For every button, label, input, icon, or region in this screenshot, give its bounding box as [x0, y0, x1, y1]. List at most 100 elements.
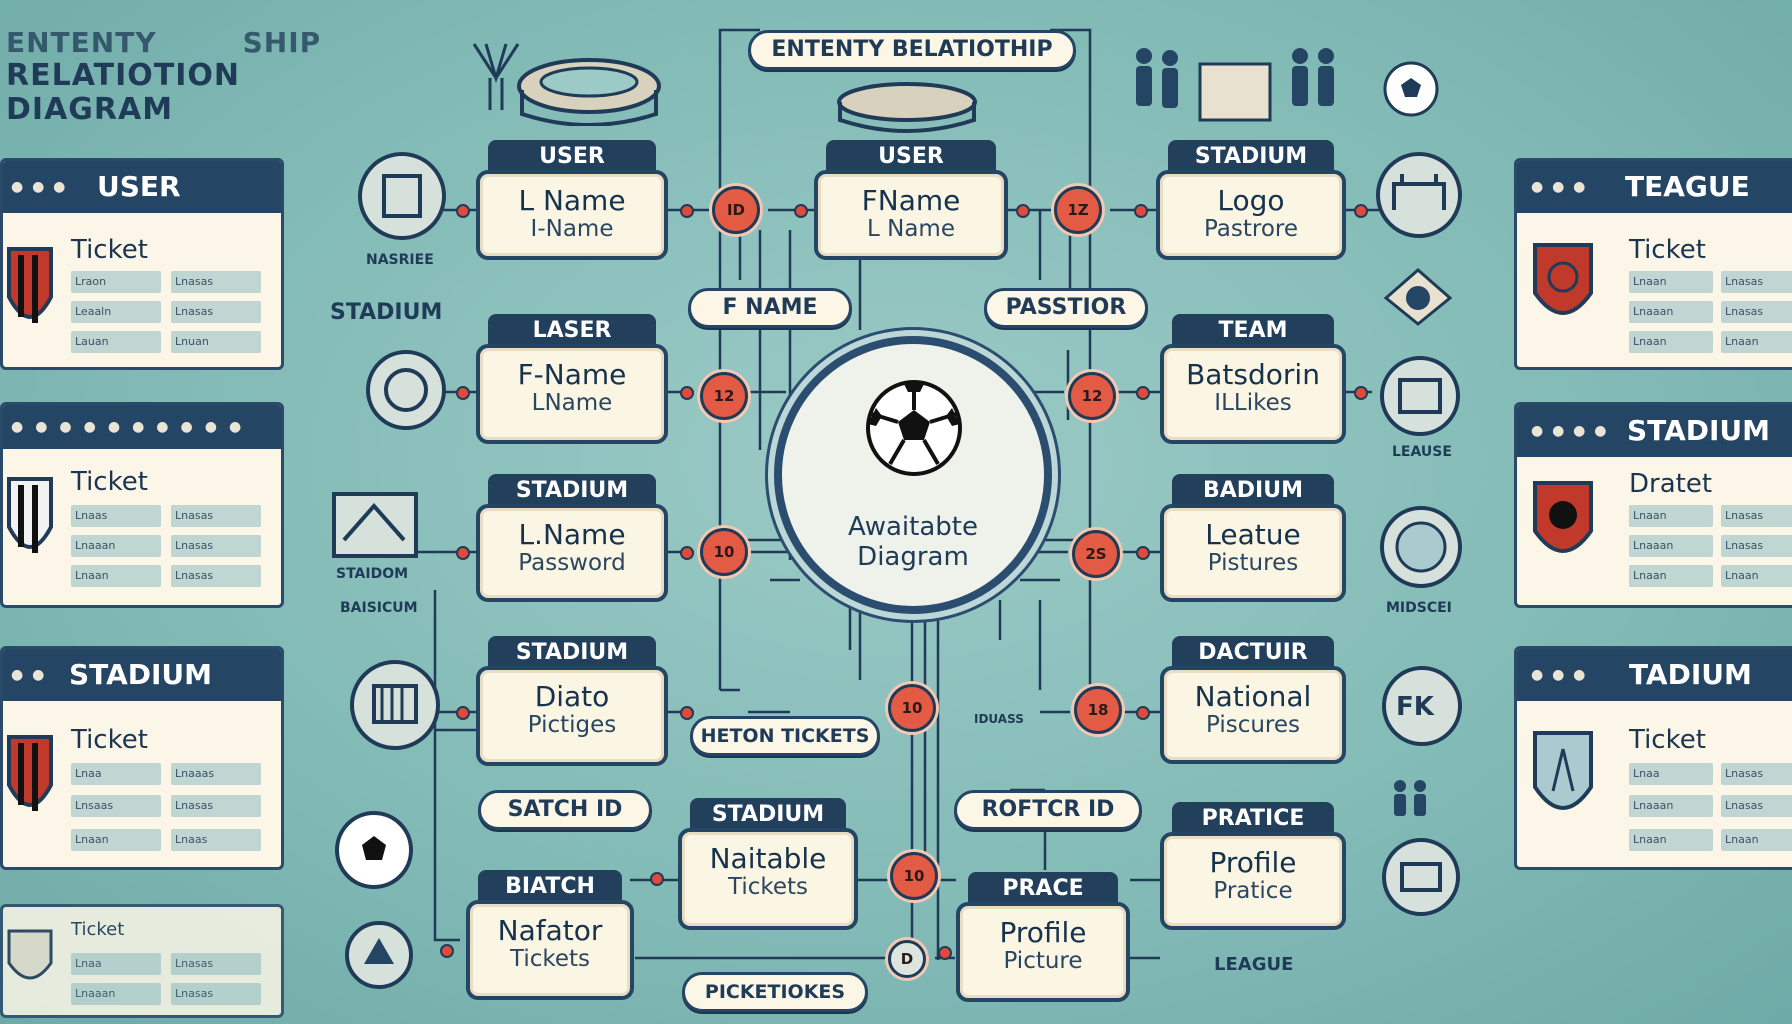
attribute-picketiokes: PICKETIOKES	[682, 972, 868, 1012]
entity-header: STADIUM	[488, 474, 656, 508]
club-badge-icon	[350, 660, 440, 750]
window-dots-icon: ● ● ● ●	[1531, 423, 1609, 439]
card-row: Lnaan	[71, 565, 161, 587]
relationship-node[interactable]: 12	[1068, 372, 1116, 420]
relationship-node[interactable]: 2S	[1072, 530, 1120, 578]
entity-field: Naitable	[709, 842, 827, 875]
connector-dot	[1134, 204, 1148, 218]
side-card-toolbar[interactable]: ●●●●●●●●●● Ticket Lnaas Lnasas Lnaaan Ln…	[0, 402, 284, 608]
card-row: Lnaan	[1721, 331, 1792, 353]
relationship-node[interactable]: 1Z	[1054, 186, 1102, 234]
connector-dot	[938, 946, 952, 960]
connector-dot	[680, 546, 694, 560]
connector-dot	[680, 204, 694, 218]
connector-dot	[1136, 386, 1150, 400]
entity-field: Pistures	[1207, 550, 1299, 576]
connector-dot	[456, 546, 470, 560]
card-label: Ticket	[1629, 235, 1706, 265]
club-badge-icon	[345, 921, 413, 989]
connector-dot	[456, 706, 470, 720]
side-card-stadium-right[interactable]: ● ● ● ●STADIUM Dratet Lnaan Lnasas Lnaaa…	[1514, 402, 1792, 608]
attribute-fname: F NAME	[688, 288, 852, 328]
relationship-node[interactable]: 18	[1074, 686, 1122, 734]
entity-header: LASER	[488, 314, 656, 348]
window-dots-icon: ● ● ●	[1531, 667, 1588, 683]
diagram-header-pill: ENTENTY BELATIOTHIP	[748, 30, 1076, 70]
entity-field: Profile	[1209, 846, 1297, 879]
club-crest-icon	[7, 247, 53, 323]
card-label: Ticket	[71, 919, 125, 940]
relationship-node[interactable]: ID	[712, 186, 760, 234]
relationship-node[interactable]: 12	[700, 372, 748, 420]
fk-badge-label: FK	[1396, 692, 1434, 722]
entity-header: STADIUM	[690, 798, 846, 832]
card-row: Lnaas	[71, 505, 161, 527]
entity-field: Nafator	[497, 914, 603, 947]
relationship-node[interactable]: D	[888, 940, 926, 978]
club-badge-icon	[366, 350, 446, 430]
relationship-node[interactable]: 10	[888, 684, 936, 732]
card-row: Lnasas	[1721, 271, 1792, 293]
connector-dot	[650, 872, 664, 886]
card-row: Lnasas	[1721, 763, 1792, 785]
card-row: Lnasas	[171, 953, 261, 975]
people-icon	[1394, 780, 1426, 816]
side-card-tadium[interactable]: ● ● ●TADIUM Ticket Lnaa Lnasas Lnaaan Ln…	[1514, 646, 1792, 870]
card-row: Lauan	[71, 331, 161, 353]
entity-field: FName	[861, 184, 961, 217]
entity-field: Logo	[1217, 184, 1285, 217]
connector-dot	[680, 706, 694, 720]
card-row: Leaaln	[71, 301, 161, 323]
hub-subtitle: Diagram	[857, 542, 969, 572]
card-title: STADIUM	[69, 658, 213, 691]
card-row: Lnaaan	[71, 535, 161, 557]
attribute-roftcr-id: ROFTCR ID	[954, 790, 1142, 830]
card-row: Lnaan	[1629, 271, 1713, 293]
entity-field: Tickets	[509, 946, 591, 972]
stadium-icon	[517, 58, 661, 126]
entity-field: F-Name	[517, 358, 627, 391]
icon-label: LEAGUE	[1214, 954, 1294, 975]
stadium-sketch-icon	[332, 492, 418, 558]
title-line-1: ENTENTY SHIP	[6, 26, 321, 59]
relationship-node[interactable]: 10	[700, 528, 748, 576]
card-label: Ticket	[71, 467, 148, 497]
side-card-partial[interactable]: Ticket Lnaa Lnasas Lnaaan Lnasas	[0, 904, 284, 1018]
entity-field: L Name	[518, 184, 626, 217]
entity-field: ILLikes	[1214, 390, 1292, 416]
card-row: Lnasas	[1721, 301, 1792, 323]
window-dots-icon: ● ●	[11, 667, 47, 683]
card-label: Ticket	[71, 725, 148, 755]
connector-dot	[1136, 546, 1150, 560]
relationship-node[interactable]: 10	[890, 852, 938, 900]
entity-header: USER	[826, 140, 996, 174]
side-card-teague[interactable]: ● ● ●TEAGUE Ticket Lnaan Lnasas Lnaaan L…	[1514, 158, 1792, 370]
hub-title: Awaitabte	[848, 512, 978, 542]
club-badge-icon	[358, 152, 446, 240]
connector-dot	[1354, 204, 1368, 218]
card-row: Lnaan	[71, 829, 161, 851]
card-row: Lnaaan	[71, 983, 161, 1005]
entity-header: DACTUIR	[1172, 636, 1334, 670]
entity-header: BADIUM	[1172, 474, 1334, 508]
icon-label: IDUASS	[974, 712, 1024, 726]
side-card-stadium[interactable]: ● ●STADIUM Ticket Lnaa Lnaaas Lnsaas Lna…	[0, 646, 284, 870]
club-crest-icon	[7, 735, 53, 811]
side-card-user[interactable]: ● ● ●USER Ticket Lraon Lnasas Leaaln Lna…	[0, 158, 284, 370]
club-badge-icon	[1380, 356, 1460, 436]
entity-header: TEAM	[1172, 314, 1334, 348]
